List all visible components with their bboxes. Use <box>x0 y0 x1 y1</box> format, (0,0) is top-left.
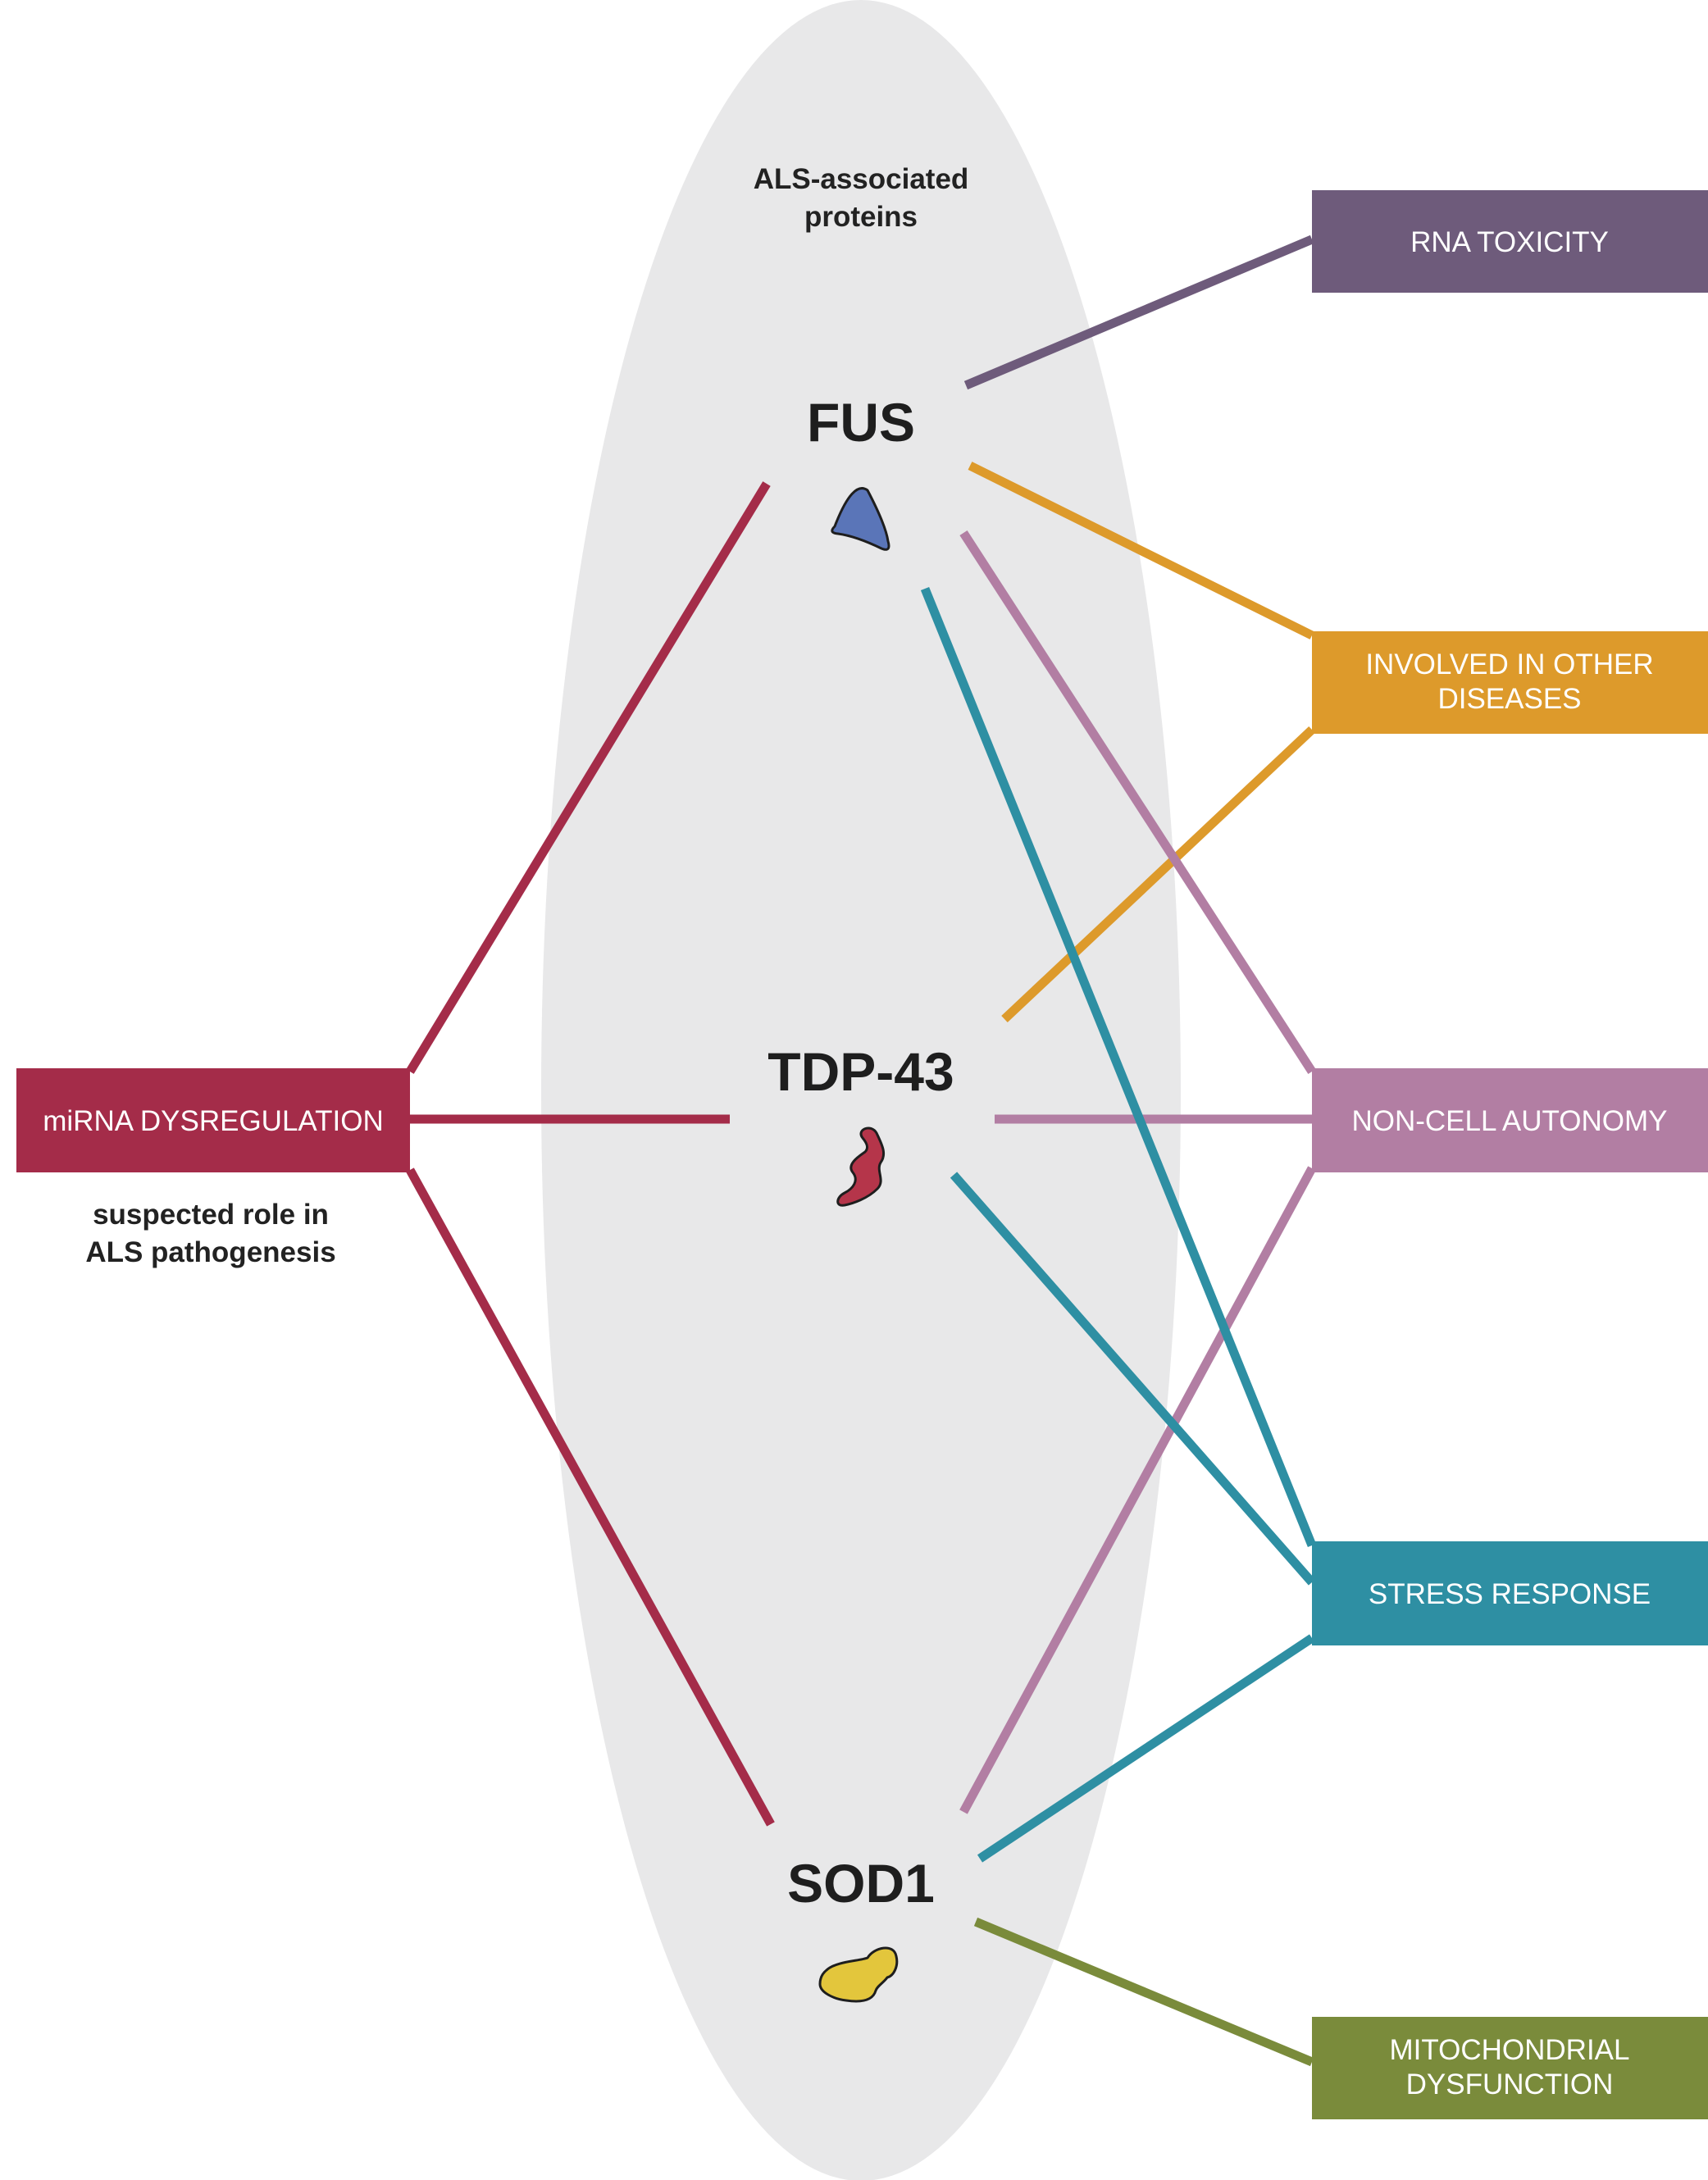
line-fus-non-cell-autonomy <box>959 530 1316 1074</box>
line-mirna-fus <box>406 481 771 1074</box>
rna-toxicity-rect <box>1312 190 1708 293</box>
mitochondrial-box: MITOCHONDRIAL DYSFUNCTION <box>1312 2017 1708 2119</box>
line-tdp43-stress-response <box>950 1172 1316 1586</box>
non-cell-autonomy-box: NON-CELL AUTONOMY <box>1312 1068 1708 1172</box>
other-diseases-box: INVOLVED IN OTHER DISEASES <box>1312 631 1708 734</box>
protein-label-tdp43: TDP-43 <box>767 1041 954 1102</box>
protein-label-fus: FUS <box>807 392 915 453</box>
protein-label-sod1: SOD1 <box>787 1853 935 1914</box>
non-cell-autonomy-label: NON-CELL AUTONOMY <box>1351 1105 1667 1137</box>
fus-protein-icon <box>831 487 890 551</box>
line-sod1-non-cell-autonomy <box>959 1166 1316 1814</box>
mitochondrial-label-line1: MITOCHONDRIAL <box>1390 2034 1630 2066</box>
mitochondrial-rect <box>1312 2017 1708 2119</box>
mirna-dysregulation-label: miRNA DYSREGULATION <box>43 1105 384 1137</box>
line-fus-stress-response <box>920 586 1317 1548</box>
mirna-dysregulation-rect <box>16 1068 410 1172</box>
mirna-caption-line2: ALS pathogenesis <box>85 1236 335 1268</box>
stress-response-label: STRESS RESPONSE <box>1369 1578 1651 1610</box>
rna-toxicity-box: RNA TOXICITY <box>1312 190 1708 293</box>
non-cell-autonomy-rect <box>1312 1068 1708 1172</box>
connectors <box>406 234 1317 2067</box>
stress-response-box: STRESS RESPONSE <box>1312 1541 1708 1645</box>
ellipse-title-line1: ALS-associated <box>754 163 969 195</box>
line-fus-rna-toxicity <box>963 234 1314 390</box>
other-diseases-label-line2: DISEASES <box>1437 683 1581 715</box>
other-diseases-rect <box>1312 631 1708 734</box>
line-fus-other-diseases <box>968 462 1314 639</box>
tdp43-protein-icon <box>836 1126 886 1207</box>
line-sod1-stress-response <box>977 1634 1315 1863</box>
line-mirna-sod1 <box>406 1167 775 1827</box>
other-diseases-label-line1: INVOLVED IN OTHER <box>1365 649 1653 680</box>
ellipse-title-line2: proteins <box>804 201 918 233</box>
protein-ellipse <box>541 0 1181 2180</box>
mirna-dysregulation-box: miRNA DYSREGULATION <box>16 1068 410 1172</box>
stress-response-rect <box>1312 1541 1708 1645</box>
mitochondrial-label-line2: DYSFUNCTION <box>1406 2068 1614 2100</box>
line-tdp43-other-diseases <box>1001 726 1315 1023</box>
rna-toxicity-label: RNA TOXICITY <box>1410 226 1609 258</box>
sod1-protein-icon <box>818 1946 899 2003</box>
line-sod1-mitochondrial <box>973 1917 1314 2067</box>
mirna-caption-line1: suspected role in <box>93 1199 329 1231</box>
